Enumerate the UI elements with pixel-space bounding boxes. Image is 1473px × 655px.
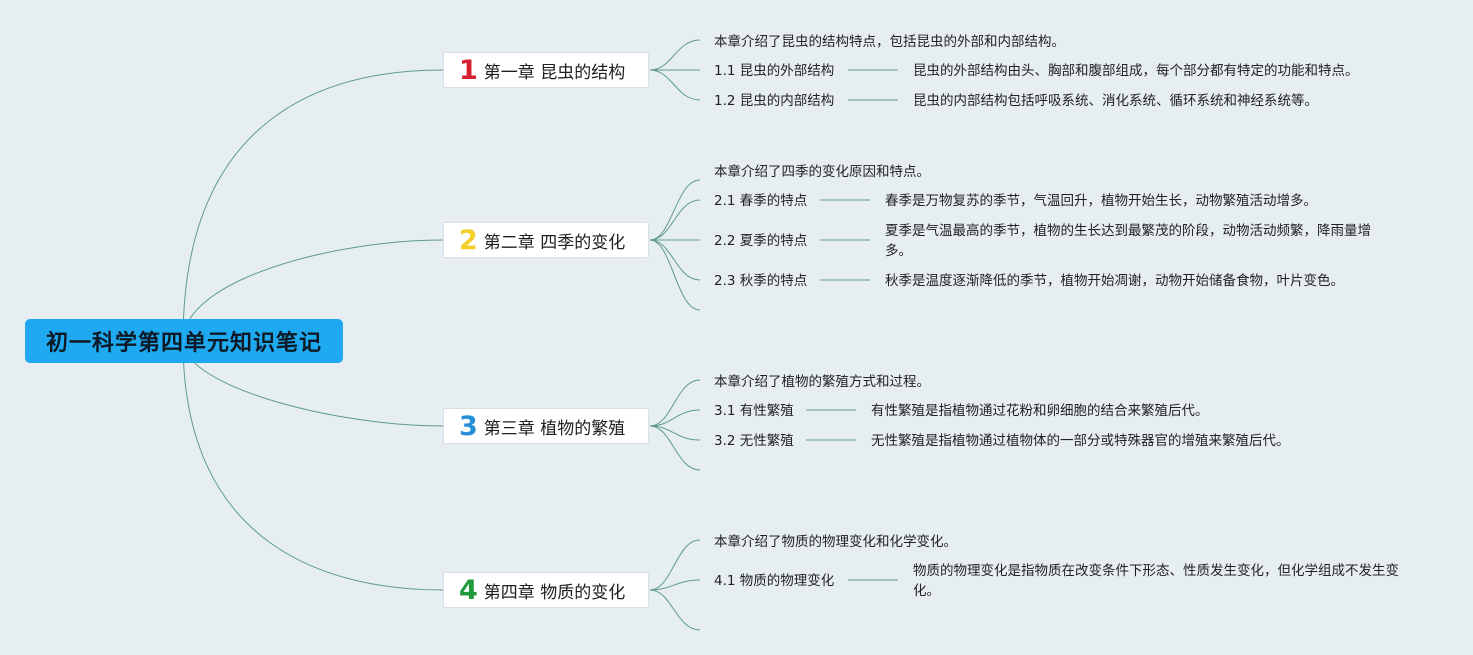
chapter-4-branch-2-line: [649, 579, 701, 591]
chapter-1-branch-1-line: [649, 39, 701, 71]
section-3-1-title[interactable]: 3.1 有性繁殖: [714, 403, 794, 419]
section-2-1-title[interactable]: 2.1 春季的特点: [714, 193, 808, 209]
chapter-2-branch-2-line: [649, 199, 701, 241]
chapter-3-branch-4-line: [649, 425, 701, 471]
chapter-3-title: 第三章 植物的繁殖: [483, 418, 626, 439]
chapter-2-number: 2: [459, 224, 478, 256]
chapter-4-branch-3-line: [649, 589, 701, 631]
chapter-2-branch-4-line: [649, 239, 701, 281]
section-2-2-title[interactable]: 2.2 夏季的特点: [714, 233, 808, 249]
root-topic[interactable]: 初一科学第四单元知识笔记: [25, 319, 343, 363]
section-2-2-desc[interactable]: 夏季是气温最高的季节，植物的生长达到最繁茂的阶段，动物活动频繁，降雨量增多。: [885, 223, 1371, 259]
chapter-3-summary[interactable]: 本章介绍了植物的繁殖方式和过程。: [714, 374, 930, 390]
chapter-1-summary[interactable]: 本章介绍了昆虫的结构特点，包括昆虫的外部和内部结构。: [714, 34, 1065, 50]
chapter-4-title: 第四章 物质的变化: [483, 582, 626, 603]
section-3-2-title[interactable]: 3.2 无性繁殖: [714, 433, 794, 449]
chapter-2-summary[interactable]: 本章介绍了四季的变化原因和特点。: [714, 164, 930, 180]
root-to-chapter-4-line: [182, 340, 444, 591]
chapter-3-node[interactable]: 3 第三章 植物的繁殖: [443, 408, 649, 444]
chapter-3-branch-1-line: [649, 379, 701, 427]
chapter-1-number: 1: [459, 54, 478, 86]
section-3-1-desc[interactable]: 有性繁殖是指植物通过花粉和卵细胞的结合来繁殖后代。: [871, 403, 1209, 419]
section-1-2-desc[interactable]: 昆虫的内部结构包括呼吸系统、消化系统、循环系统和神经系统等。: [913, 93, 1318, 109]
section-3-2-desc[interactable]: 无性繁殖是指植物通过植物体的一部分或特殊器官的增殖来繁殖后代。: [871, 433, 1290, 449]
chapter-3-branch-2-line: [649, 409, 701, 427]
section-2-3-desc[interactable]: 秋季是温度逐渐降低的季节，植物开始凋谢，动物开始储备食物，叶片变色。: [885, 273, 1344, 289]
section-1-1-desc[interactable]: 昆虫的外部结构由头、胸部和腹部组成，每个部分都有特定的功能和特点。: [913, 63, 1359, 79]
chapter-2-branch-1-line: [649, 179, 701, 241]
section-1-1-title[interactable]: 1.1 昆虫的外部结构: [714, 63, 835, 79]
section-2-3-title[interactable]: 2.3 秋季的特点: [714, 273, 808, 289]
section-4-1-title[interactable]: 4.1 物质的物理变化: [714, 573, 835, 589]
root-to-chapter-2-line: [182, 239, 444, 342]
section-2-1-desc[interactable]: 春季是万物复苏的季节，气温回升，植物开始生长，动物繁殖活动增多。: [885, 193, 1317, 209]
root-to-chapter-1-line: [182, 69, 444, 342]
chapter-2-node[interactable]: 2 第二章 四季的变化: [443, 222, 649, 258]
chapter-4-branch-1-line: [649, 539, 701, 591]
chapter-2-branch-5-line: [649, 239, 701, 311]
chapter-4-number: 4: [459, 574, 478, 606]
chapter-1-node[interactable]: 1 第一章 昆虫的结构: [443, 52, 649, 88]
chapter-2-title: 第二章 四季的变化: [483, 232, 626, 253]
chapter-1-title: 第一章 昆虫的结构: [483, 62, 626, 83]
chapter-4-summary[interactable]: 本章介绍了物质的物理变化和化学变化。: [714, 534, 957, 550]
section-1-2-title[interactable]: 1.2 昆虫的内部结构: [714, 93, 835, 109]
chapter-3-number: 3: [459, 410, 478, 442]
chapter-4-node[interactable]: 4 第四章 物质的变化: [443, 572, 649, 608]
chapter-1-branch-3-line: [649, 69, 701, 101]
section-4-1-desc[interactable]: 物质的物理变化是指物质在改变条件下形态、性质发生变化，但化学组成不发生变化。: [913, 563, 1399, 599]
